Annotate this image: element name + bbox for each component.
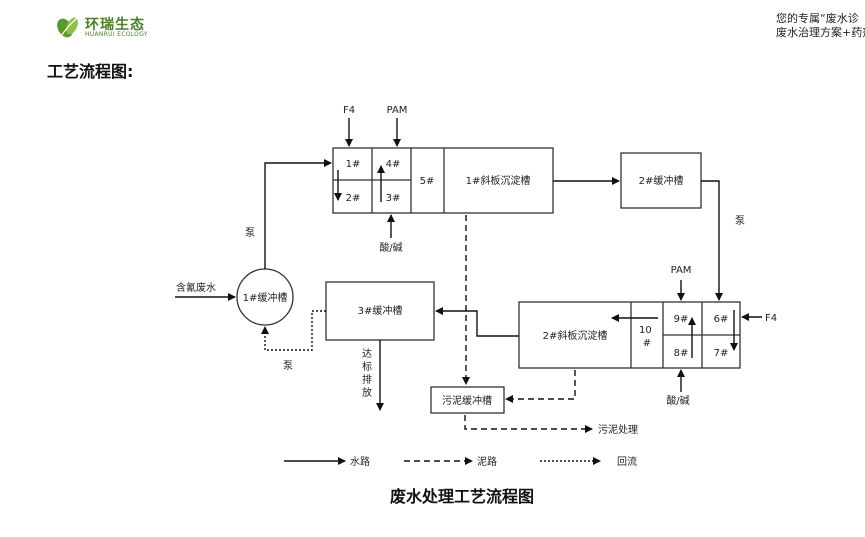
sludge-buffer-tank [430, 386, 505, 414]
cell-10-part-1: 10 [639, 325, 652, 336]
pump-label-3: 泵 [283, 360, 293, 372]
pam-input-label-right: PAM [671, 265, 692, 276]
f4-input-label-right: F4 [765, 313, 777, 324]
buffer-tank-1-label: 1#缓冲槽 [243, 291, 288, 304]
cell-2-label: 2# [346, 193, 361, 204]
discharge-char-1: 达 [362, 348, 372, 360]
cell-10-part-2: # [643, 338, 651, 349]
tagline-line-1: 您的专属“废水诊 [776, 12, 859, 25]
diagram-title: 废水处理工艺流程图 [390, 487, 534, 506]
cell-9-label: 9# [674, 314, 689, 325]
cyanide-water-label: 含氰废水 [176, 281, 216, 294]
cell-3-label: 3# [386, 193, 401, 204]
cell-10-label: 10 # [639, 325, 655, 349]
f4-input-label-top: F4 [343, 105, 355, 116]
buffer-tank-2-label: 2#缓冲槽 [639, 174, 684, 187]
discharge-char-4: 放 [362, 386, 372, 399]
buffer-tank-3-label: 3#缓冲槽 [358, 304, 403, 317]
header-tagline: 您的专属“废水诊 废水治理方案+药剂 [776, 12, 865, 40]
settler-1-label: 1#斜板沉淀槽 [466, 174, 531, 187]
logo-text: 环瑞生态 [85, 17, 145, 33]
legend-reflux-label: 回流 [617, 455, 637, 468]
settler-2-label: 2#斜板沉淀槽 [543, 329, 608, 342]
cell-4-label: 4# [386, 159, 401, 170]
cell-1-label: 1# [346, 159, 361, 170]
discharge-char-2: 标 [362, 361, 372, 373]
sludge-treatment-label: 污泥处理 [598, 423, 638, 436]
cell-6-label: 6# [714, 314, 729, 325]
pump-label-2: 泵 [735, 215, 745, 227]
pump-label-1: 泵 [245, 227, 255, 239]
tagline-line-2: 废水治理方案+药剂 [776, 26, 865, 39]
cell-7-label: 7# [714, 348, 729, 359]
pam-input-label-top: PAM [387, 105, 408, 116]
logo-subtext: HUANRUI ECOLOGY [85, 31, 148, 38]
acid-base-label-top: 酸/碱 [379, 241, 402, 254]
discharge-char-3: 排 [362, 373, 372, 386]
leaf-logo-icon [57, 17, 78, 38]
logo: 环瑞生态 HUANRUI ECOLOGY [55, 14, 155, 40]
discharge-label: 达 标 排 放 [362, 348, 375, 399]
section-title: 工艺流程图: [47, 62, 134, 81]
legend-sludge-label: 泥路 [477, 455, 497, 468]
cell-5-label: 5# [420, 176, 435, 187]
legend-water-label: 水路 [350, 455, 370, 468]
cell-8-label: 8# [674, 348, 689, 359]
sludge-buffer-label: 污泥缓冲槽 [442, 394, 492, 407]
acid-base-label-bottom: 酸/碱 [666, 394, 689, 407]
